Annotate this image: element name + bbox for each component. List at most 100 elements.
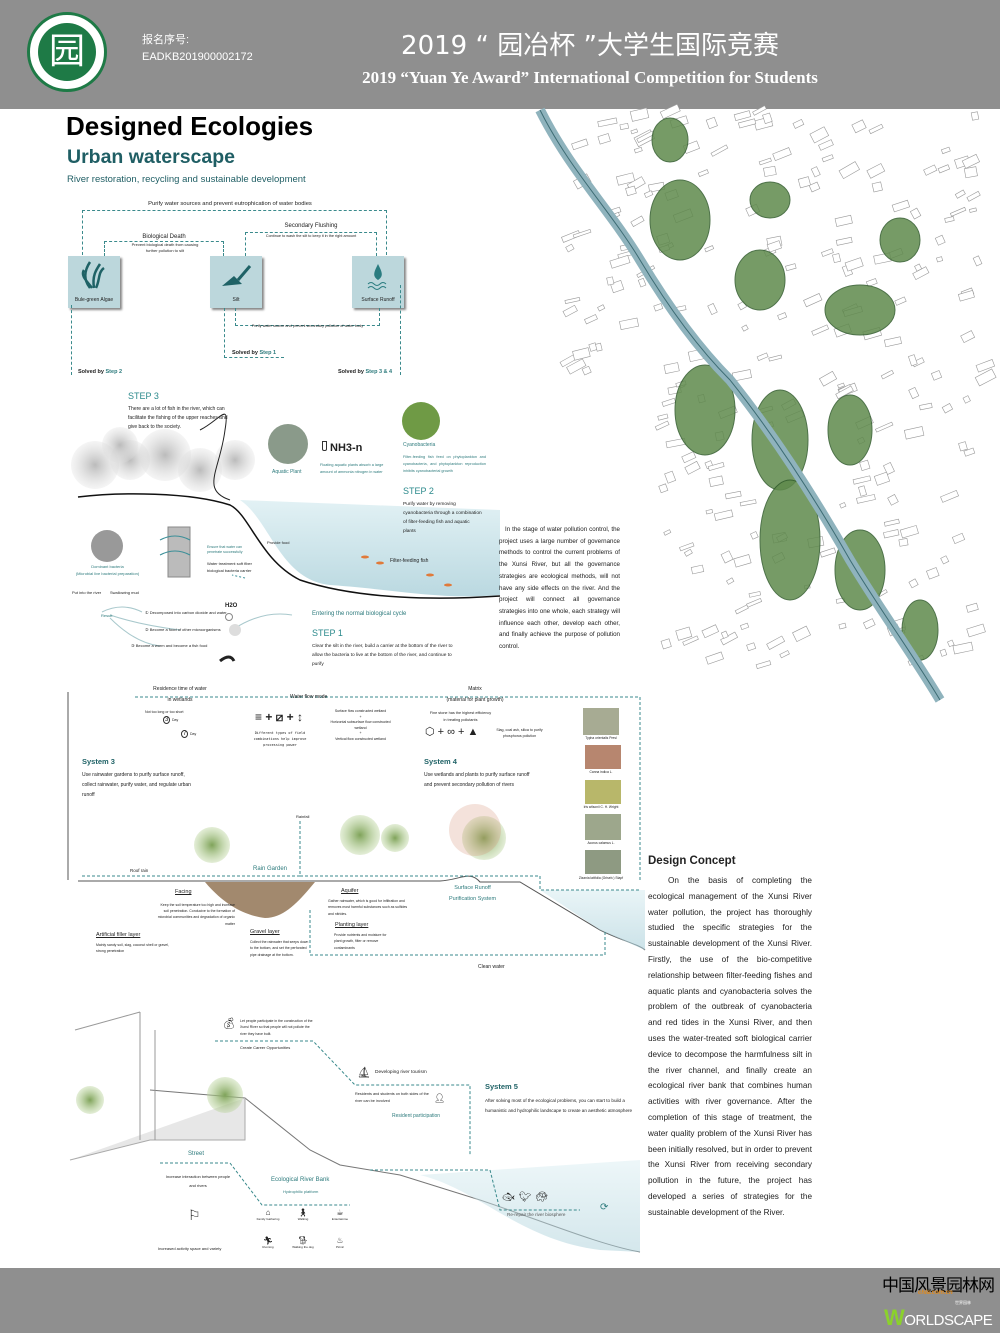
hydrophilic-label: Hydrophilic platform bbox=[283, 1189, 319, 1194]
building-block bbox=[909, 207, 922, 220]
building-block bbox=[837, 382, 845, 389]
filter-fish-label: Filter-feeding fish bbox=[390, 558, 429, 564]
building-block bbox=[707, 461, 725, 471]
building-block bbox=[738, 118, 757, 129]
building-block bbox=[705, 116, 718, 130]
interaction-label: Increase interaction between people and … bbox=[165, 1174, 231, 1188]
bio-death-label: Biological Death bbox=[142, 234, 186, 240]
building-block bbox=[726, 577, 735, 585]
wildlife-icons: 🐟︎🐦︎🐢︎ bbox=[502, 1192, 553, 1203]
building-block bbox=[581, 365, 592, 376]
building-block bbox=[852, 475, 872, 485]
building-block bbox=[957, 290, 975, 302]
plant-photo bbox=[583, 708, 619, 735]
building-block bbox=[835, 385, 854, 400]
box-label: Surface Runoff bbox=[361, 297, 395, 303]
green-space bbox=[759, 479, 821, 601]
plant-caption: Iris wilsonii C. H. Wright bbox=[583, 805, 619, 809]
building-block bbox=[940, 555, 950, 565]
building-block bbox=[763, 165, 777, 177]
building-block bbox=[682, 635, 699, 646]
day7-marker: 7 Day bbox=[181, 730, 197, 738]
street-label: Street bbox=[188, 1151, 205, 1157]
poster-title: Designed Ecologies bbox=[66, 111, 314, 141]
algae-icon bbox=[81, 261, 105, 289]
building-block bbox=[898, 538, 909, 547]
building-block bbox=[643, 190, 654, 199]
header-bar: 园 报名序号: EADKB201900002172 2019 “ 园冶杯 ”大学… bbox=[0, 0, 1000, 109]
building-block bbox=[819, 547, 837, 558]
building-block bbox=[724, 490, 742, 500]
building-block bbox=[615, 172, 636, 186]
connector-line bbox=[235, 308, 380, 326]
river-centerline bbox=[539, 109, 941, 701]
building-block bbox=[609, 254, 631, 269]
building-block bbox=[750, 531, 759, 540]
secondary-flushing-label: Secondary Flushing bbox=[284, 223, 338, 229]
building-block bbox=[952, 641, 974, 655]
building-block bbox=[690, 564, 705, 575]
gravel-layer-label: Gravel layer bbox=[250, 929, 280, 935]
not-too-label: Not too long or too short bbox=[145, 710, 184, 714]
building-block bbox=[832, 253, 842, 264]
green-space bbox=[879, 217, 921, 263]
building-block bbox=[908, 386, 920, 400]
provide-food-label: Provide food bbox=[267, 540, 290, 545]
resident-participation-label: Resident participation bbox=[392, 1113, 441, 1119]
shovel-icon bbox=[222, 265, 252, 286]
system3-text: Use rainwater gardens to purify surface … bbox=[82, 772, 191, 798]
building-block bbox=[630, 215, 645, 228]
building-block bbox=[762, 112, 773, 124]
building-block bbox=[871, 181, 883, 193]
bio-death-desc: Prevent biological death from causing fu… bbox=[131, 242, 199, 253]
building-block bbox=[930, 370, 943, 381]
building-block bbox=[883, 336, 902, 348]
building-block bbox=[821, 154, 834, 163]
building-block bbox=[818, 139, 834, 151]
system3-title: System 3 bbox=[82, 757, 115, 766]
building-block bbox=[937, 164, 951, 174]
building-block bbox=[572, 347, 591, 361]
bottom-label: Purify water source and prevent secondar… bbox=[251, 324, 364, 328]
building-block bbox=[947, 639, 955, 648]
building-block bbox=[965, 602, 979, 613]
building-block bbox=[966, 190, 981, 202]
building-block bbox=[961, 153, 981, 169]
building-block bbox=[934, 234, 946, 246]
planting-layer-label: Planting layer bbox=[335, 922, 369, 928]
building-block bbox=[810, 166, 821, 178]
building-block bbox=[940, 146, 951, 155]
building-block bbox=[684, 460, 701, 475]
tourism-label: Developing river tourism bbox=[375, 1070, 427, 1075]
plant-photo bbox=[585, 780, 621, 804]
building-block bbox=[883, 462, 895, 475]
building-block bbox=[733, 110, 752, 122]
building-block bbox=[858, 485, 867, 497]
building-block bbox=[654, 420, 670, 431]
problem-box-runoff: Surface Runoff bbox=[352, 256, 404, 308]
aquifer-label: Aquifer bbox=[341, 888, 359, 894]
sailboat-icon: ⛵︎ bbox=[357, 1067, 371, 1079]
green-space bbox=[734, 249, 786, 311]
swallow-label: Swallowing mud bbox=[110, 590, 139, 595]
plant-photo bbox=[585, 814, 621, 840]
building-block bbox=[720, 550, 734, 564]
building-block bbox=[844, 257, 864, 272]
biosphere-label: Re-repair the river biosphere bbox=[507, 1212, 566, 1217]
result-label: Result bbox=[101, 613, 113, 618]
flag-icon: ⚐ bbox=[188, 1207, 201, 1223]
building-block bbox=[705, 651, 724, 665]
family-gathering-icon: ⌂Family Gathering bbox=[256, 1208, 280, 1221]
design-concept-title: Design Concept bbox=[648, 855, 736, 867]
building-block bbox=[859, 459, 871, 472]
building-block bbox=[701, 624, 720, 639]
building-block bbox=[838, 622, 847, 630]
system5-text: After solving most of the ecological pro… bbox=[485, 1098, 633, 1113]
building-block bbox=[657, 413, 669, 421]
walking-icon: 🚶︎Walking bbox=[297, 1208, 309, 1221]
problem-box-algae: Bule-green Algae bbox=[68, 256, 120, 308]
solved-by-step1: Solved by Step 1 bbox=[232, 350, 277, 356]
money-bag-icon: 💰︎ bbox=[222, 1018, 236, 1030]
logo-glyph: 园 bbox=[38, 23, 96, 81]
